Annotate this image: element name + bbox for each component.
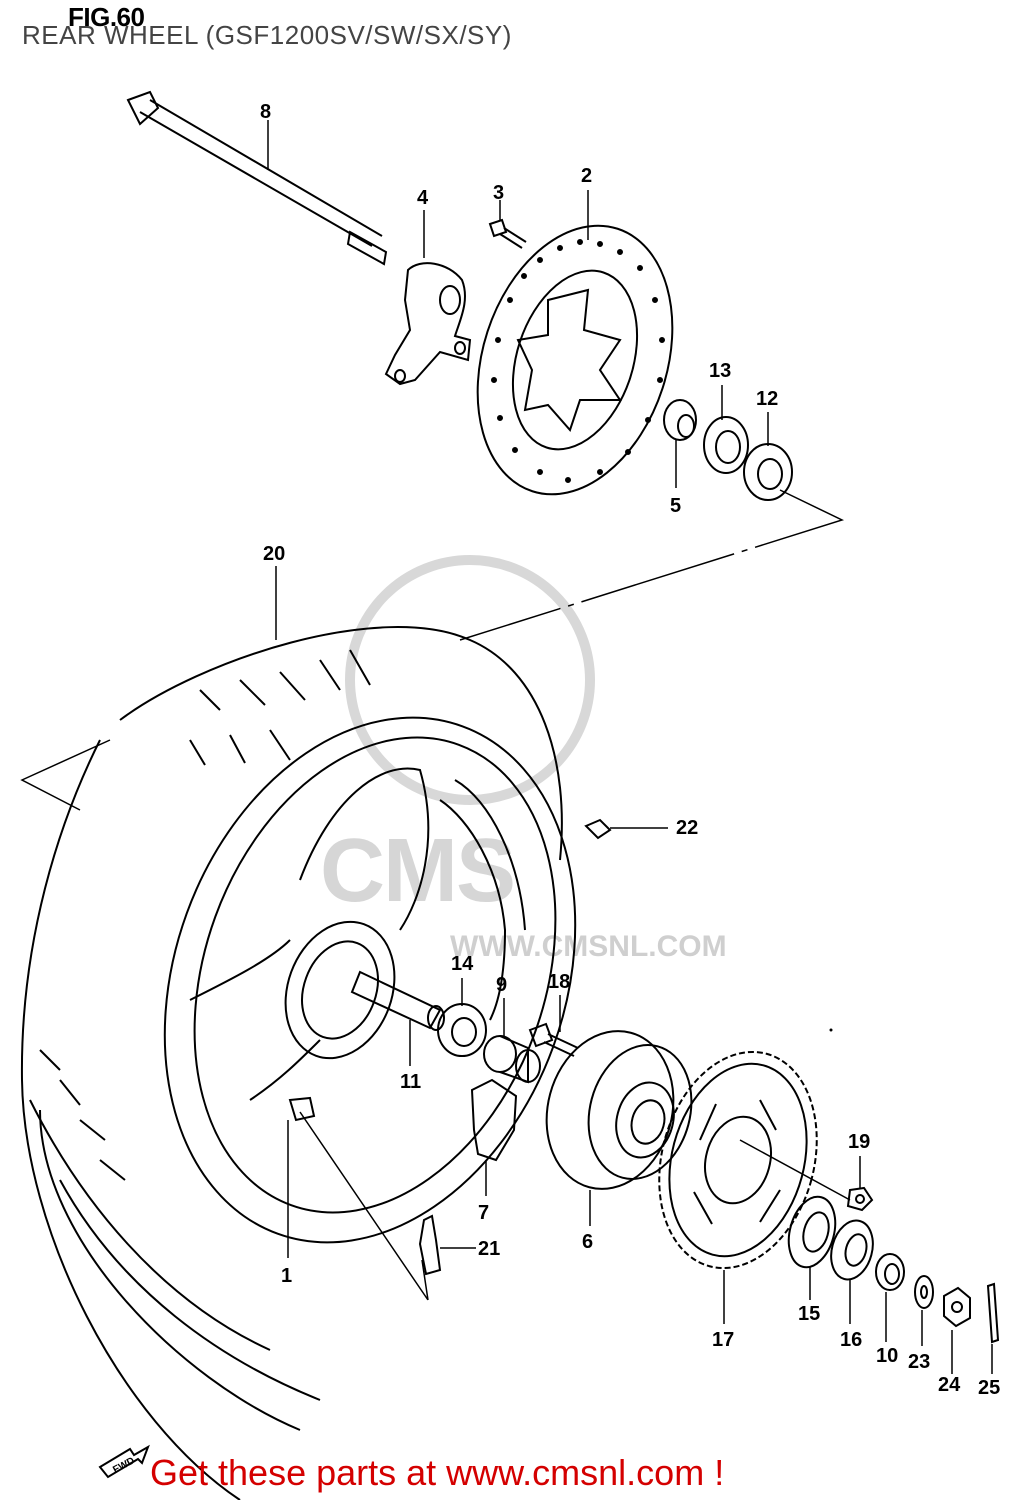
callout-14: 14 [451, 953, 474, 975]
callout-9: 9 [496, 974, 508, 996]
valve-21-part [418, 1214, 442, 1276]
callout-18: 18 [548, 971, 571, 993]
assembly-line-upper [459, 489, 845, 641]
callout-2: 2 [581, 165, 593, 187]
callout-12: 12 [756, 388, 779, 410]
oil-seal-16-part [830, 1219, 874, 1281]
callout-21: 21 [478, 1238, 501, 1260]
valve-cap-22-part [584, 818, 612, 840]
bearing-15-part [787, 1195, 837, 1269]
figure-subtitle: REAR WHEEL (GSF1200SV/SW/SX/SY) [22, 20, 512, 50]
brake-disc-part [476, 224, 674, 496]
bolt-3-part [488, 218, 527, 249]
bearing-14-part [437, 1003, 487, 1057]
caliper-bracket-part [384, 262, 472, 386]
bolt-18-part [528, 1022, 579, 1057]
spacer-5-part [663, 399, 697, 441]
callout-7: 7 [478, 1202, 490, 1224]
callout-24: 24 [938, 1374, 961, 1396]
cotter-pin-25-part [986, 1282, 1000, 1344]
callout-23: 23 [908, 1351, 931, 1373]
callout-3: 3 [493, 182, 505, 204]
leader-1-valve [299, 1111, 429, 1301]
callout-22: 22 [676, 817, 699, 839]
callout-6: 6 [582, 1231, 594, 1253]
figure-title: FIG.60 [68, 2, 145, 32]
fwd-arrow-icon: FWD [98, 1444, 150, 1479]
cushion-7-part [470, 1078, 518, 1162]
watermark-url: WWW.CMSNL.COM [450, 930, 727, 963]
sprocket-axis [739, 1139, 851, 1201]
footer-link[interactable]: Get these parts at www.cmsnl.com ! [150, 1452, 725, 1493]
callout-1: 1 [281, 1265, 293, 1287]
callout-10: 10 [876, 1345, 899, 1367]
rear-sprocket-17-part [658, 1050, 818, 1270]
castle-nut-24-part [943, 1286, 971, 1328]
spacer-10-part [875, 1253, 905, 1291]
callout-16: 16 [840, 1329, 863, 1351]
callout-20: 20 [263, 543, 286, 565]
callout-4: 4 [417, 187, 429, 209]
watermark-emblem [345, 555, 595, 805]
watermark-logo: CMS [320, 821, 516, 921]
nut-19-part [846, 1186, 874, 1212]
hub-spacer-11-part [350, 970, 445, 1031]
callout-17: 17 [712, 1329, 735, 1351]
callout-25: 25 [978, 1377, 1001, 1399]
spacer-9-part [483, 1035, 541, 1084]
assembly-line-left [20, 739, 111, 811]
washer-23-part [914, 1275, 934, 1309]
callout-8: 8 [260, 101, 272, 123]
callout-15: 15 [798, 1303, 821, 1325]
axle-part [126, 90, 388, 266]
callout-5: 5 [670, 495, 682, 517]
tire-part [20, 626, 563, 1500]
callout-13: 13 [709, 360, 732, 382]
sprocket-drum-6-part [545, 1030, 693, 1190]
oil-seal-13-part [703, 416, 749, 474]
callout-11: 11 [400, 1071, 422, 1093]
callout-19: 19 [848, 1131, 871, 1153]
